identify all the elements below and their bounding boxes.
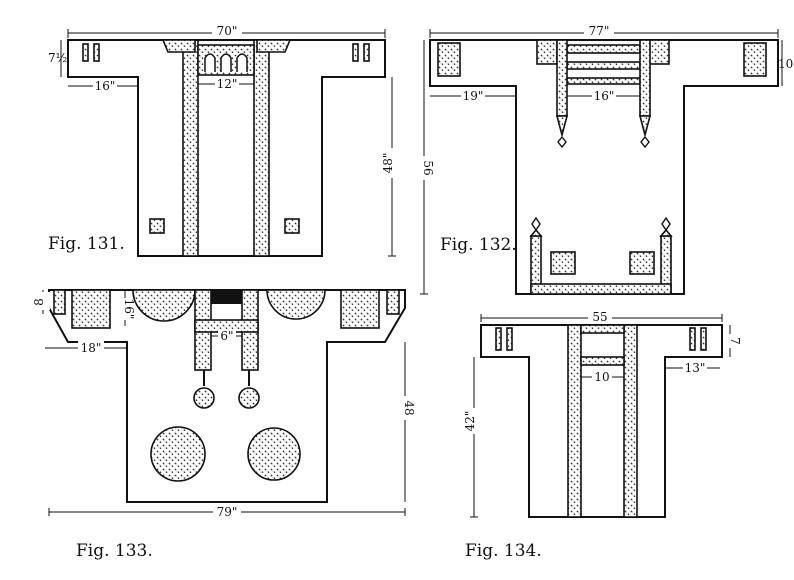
fig133-left-neck-arc	[132, 289, 196, 322]
fig131-sleeve-label: 16"	[95, 79, 116, 93]
fig133-yoke-label: 6"	[220, 329, 233, 343]
fig133-sleeve-patch	[386, 289, 400, 315]
fig132-tassel-icon	[640, 135, 650, 149]
fig134-yoke-bar	[580, 356, 625, 366]
fig134-collar-bar	[580, 324, 625, 334]
fig132-sleeve-patch	[743, 42, 767, 77]
fig132-left-post-cap	[529, 228, 543, 237]
fig134-sleeve-label: 13"	[685, 361, 706, 375]
fig132-length-label: 56	[421, 160, 435, 175]
fig133-right-pendant-cord	[248, 370, 250, 386]
fig133-caption: Fig. 133.	[76, 541, 153, 561]
fig132-sleeve-patch	[437, 42, 461, 77]
fig131-length-label: 48"	[381, 153, 395, 174]
fig134-sleeve-stripe	[506, 327, 513, 351]
fig133-yoke-depth-label: 16"	[122, 299, 136, 320]
fig132-right-post-cap	[659, 228, 673, 237]
fig132-collar-square	[648, 39, 670, 65]
fig131-caption: Fig. 131.	[48, 234, 125, 254]
fig134-right-band	[623, 324, 638, 518]
fig133-sleeve-patch	[71, 289, 111, 329]
fig132-caption: Fig. 132.	[440, 235, 517, 255]
fig131-right-band	[253, 39, 270, 257]
fig132-finial-icon	[661, 216, 671, 232]
fig131-collar-height-label: 7½	[48, 51, 67, 65]
fig132-square-patch	[629, 251, 655, 275]
fig131-arch-motifs	[204, 53, 248, 72]
fig132-finial-icon	[531, 216, 541, 232]
fig132-yoke-label: 16"	[594, 89, 615, 103]
figure-132: 77" 10 19" 16" 56 Fig. 132.	[416, 24, 793, 295]
fig131-width-label: 70"	[217, 24, 238, 38]
fig132-square-patch	[550, 251, 576, 275]
fig134-yoke-label: 10	[594, 370, 609, 384]
fig132-sleeve-label: 19"	[463, 89, 484, 103]
fig131-square-patch	[284, 218, 300, 234]
fig134-garment-outline	[480, 324, 723, 518]
fig134-sleeve-stripe	[700, 327, 707, 351]
fig133-width-label: 79"	[217, 505, 238, 519]
fig132-collar-bar	[566, 61, 641, 70]
fig134-caption: Fig. 134.	[465, 541, 542, 561]
fig131-left-band	[182, 39, 199, 257]
fig132-collar-square	[536, 39, 558, 65]
fig133-collar-height-label: 8	[32, 298, 46, 306]
fig133-sleeve-patch	[53, 289, 66, 315]
fig132-right-stole	[639, 39, 651, 117]
fig133-left-pendant-cord	[203, 370, 205, 386]
fig131-sleeve-stripe	[352, 43, 359, 62]
fig132-hem-band	[530, 283, 672, 295]
fig132-collar-height-label: 10	[778, 57, 793, 71]
figure-134: 55 7 10 13" 42" Fig. 134.	[463, 310, 742, 561]
fig133-garment-outline	[48, 289, 406, 503]
fig131-sleeve-stripe	[93, 43, 100, 62]
fig131-right-collar-piece	[256, 39, 292, 53]
fig131-garment-outline	[67, 39, 386, 257]
fig132-collar-bar	[566, 44, 641, 54]
fig133-right-pendant	[238, 387, 260, 409]
fig133-left-roundel	[150, 426, 206, 482]
fig131-left-collar-piece	[161, 39, 196, 53]
fig132-collar-bar	[566, 77, 641, 85]
fig133-length-label: 48	[402, 400, 416, 415]
fig134-left-band	[567, 324, 582, 518]
fig133-right-neck-arc	[266, 289, 326, 320]
fig132-left-stole-end	[555, 115, 569, 139]
fig132-width-label: 77"	[589, 24, 610, 38]
fig132-left-stole	[556, 39, 568, 117]
fig134-width-label: 55	[592, 310, 607, 324]
fig134-collar-height-label: 7	[728, 337, 742, 345]
figure-133: 8 16" 18" 6" 48 79" Fig. 133.	[32, 289, 416, 561]
fig131-sleeve-stripe	[363, 43, 370, 62]
fig134-length-label: 42"	[463, 411, 477, 432]
fig131-sleeve-stripe	[82, 43, 89, 62]
fig132-tassel-icon	[557, 135, 567, 149]
fig131-square-patch	[149, 218, 165, 234]
fig132-right-stole-end	[638, 115, 652, 139]
fig133-collar-solid	[211, 290, 242, 304]
fig134-sleeve-stripe	[495, 327, 502, 351]
figure-131: 70" 7½ 16" 12" 48" Fig. 131.	[48, 24, 400, 257]
fig133-right-roundel	[247, 427, 301, 481]
fig133-sleeve-patch	[340, 289, 380, 329]
fig133-left-pendant	[193, 387, 215, 409]
fig131-yoke-label: 12"	[217, 77, 238, 91]
fig134-sleeve-stripe	[689, 327, 696, 351]
fig133-sleeve-label: 18"	[81, 341, 102, 355]
fig132-garment-outline	[429, 39, 779, 295]
